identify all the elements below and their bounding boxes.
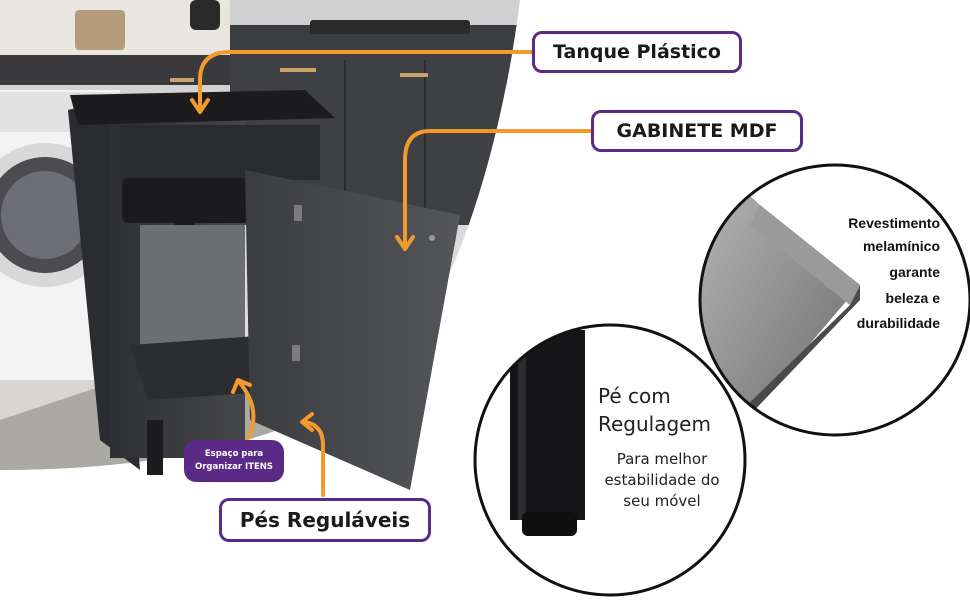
foot-title-line-1: Pé com [598,384,671,408]
foot-subtitle-line-1: Para melhor [616,450,708,468]
coating-text-line-5: durabilidade [856,315,940,331]
coating-text-line-4: beleza e [885,290,940,306]
foot-detail-circle [473,323,747,597]
callout-pes-regulaveis: Pés Reguláveis [219,498,431,542]
coating-text-line-3: garante [889,264,940,280]
curved-arrow-icon [303,420,325,497]
coating-detail-circle [698,163,970,437]
curved-arrow-icon [403,129,593,247]
badge-line-1: Espaço para [204,449,264,459]
callout-tanque-plastico: Tanque Plástico [532,31,742,73]
badge-line-2: Organizar ITENS [194,462,274,472]
curved-arrow-icon [238,381,256,440]
foot-title-line-2: Regulagem [598,412,711,436]
callout-gabinete-mdf: GABINETE MDF [591,110,803,152]
foot-subtitle-line-3: seu móvel [623,492,701,510]
coating-text-line-1: Revestimento [848,215,940,231]
curved-arrow-icon [198,50,534,110]
badge-espaco-organizar: Espaço para Organizar ITENS [184,440,284,482]
coating-text-line-2: melamínico [862,238,940,254]
foot-subtitle-line-2: estabilidade do [604,471,720,489]
